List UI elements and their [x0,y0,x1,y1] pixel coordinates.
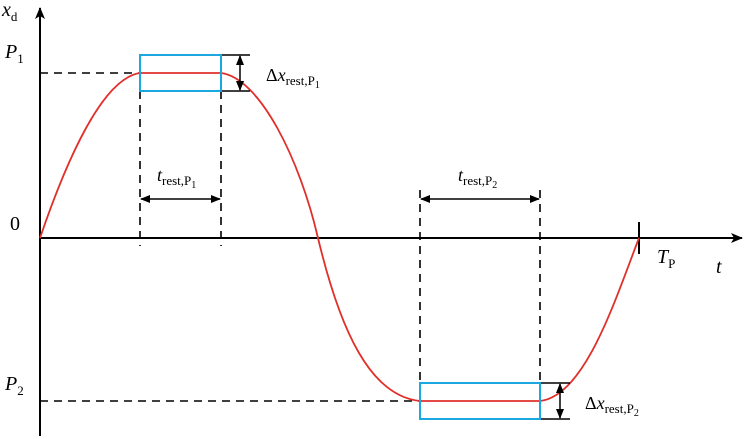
x-axis-label: t [716,256,722,278]
t-rest-p1-label: trest,P1 [157,165,196,191]
p2-label: P2 [4,373,24,398]
dx-rest-p2-label: Δxrest,P2 [585,393,639,419]
dx-rest-p1-label: Δxrest,P1 [266,65,320,91]
t-rest-p2-label: trest,P2 [458,165,497,191]
rest-box-p2 [419,382,541,420]
rest-box-p1 [139,54,222,92]
tp-label: TP [657,246,675,271]
trajectory-curve [39,72,640,402]
p1-label: P1 [4,41,24,66]
y-axis-label: xd [1,0,18,24]
zero-label: 0 [10,213,20,235]
